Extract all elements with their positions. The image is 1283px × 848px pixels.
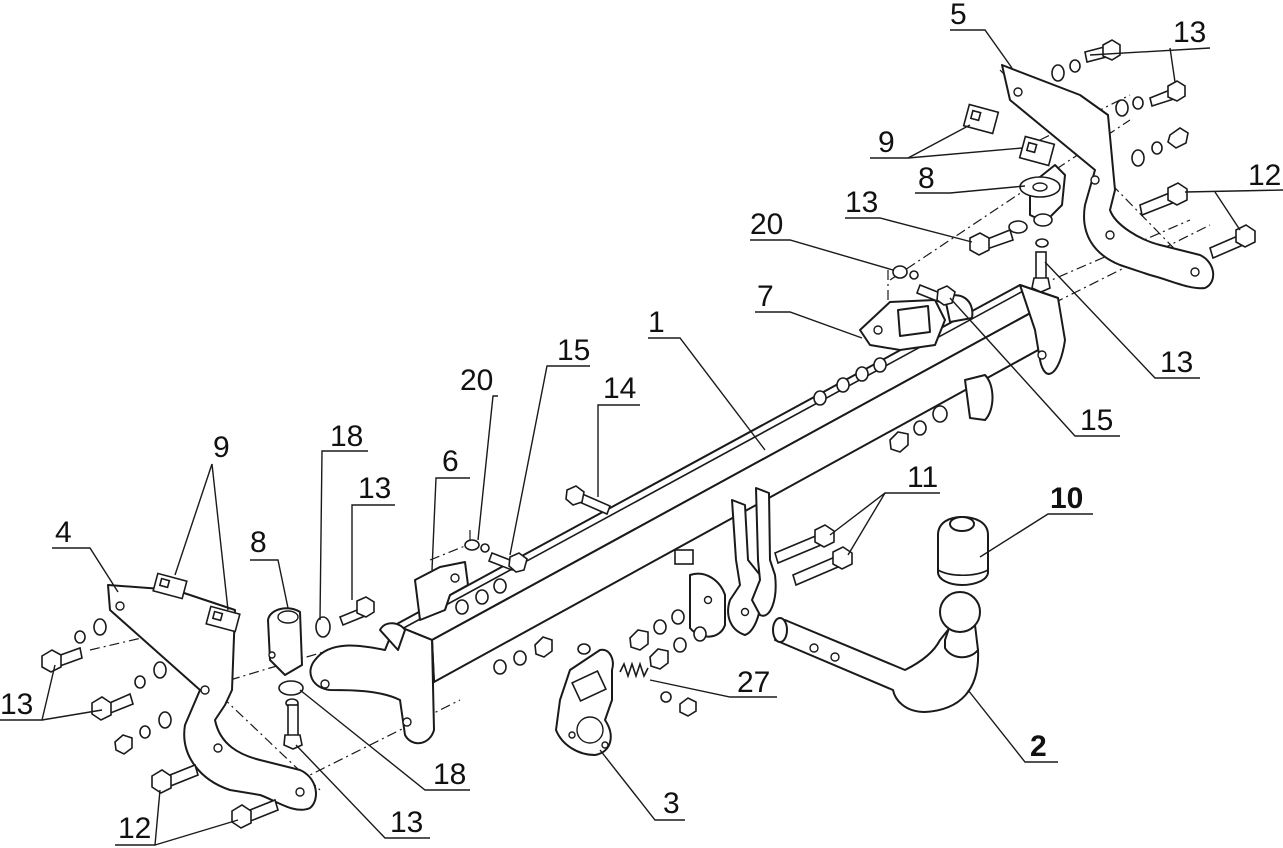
- hitch-mount-bracket: [674, 487, 777, 638]
- electrical-socket-plate-3: [555, 648, 614, 756]
- callout-8-right: 8: [918, 162, 935, 195]
- tow-ball-neck-2: [772, 591, 981, 713]
- clip-left-2: [205, 605, 241, 633]
- left-mounting-plate-4: [107, 584, 317, 811]
- callout-18-bottom: 18: [433, 758, 466, 791]
- leader-lines: [0, 29, 1283, 846]
- callout-4: 4: [55, 516, 72, 549]
- callout-10: 10: [1050, 482, 1083, 515]
- callout-13-right-mid: 13: [845, 186, 878, 219]
- callout-9-right: 9: [878, 126, 895, 159]
- right-side-plate: [964, 284, 1066, 421]
- left-bracket-6: [414, 561, 469, 621]
- callout-7: 7: [757, 280, 774, 313]
- callout-27: 27: [737, 666, 770, 699]
- callout-13-left: 13: [0, 688, 33, 721]
- callout-8-left: 8: [250, 526, 267, 559]
- callout-11: 11: [907, 461, 938, 494]
- callout-5: 5: [950, 0, 967, 31]
- clip-right-2: [1018, 135, 1056, 167]
- left-spacer-8: [267, 607, 303, 676]
- clip-right-1: [962, 103, 1000, 135]
- callout-14: 14: [603, 372, 636, 405]
- callout-1: 1: [648, 306, 665, 339]
- right-spacer-8: [1019, 176, 1061, 198]
- cage-nut-clips: [152, 103, 1056, 633]
- callout-3: 3: [663, 787, 680, 820]
- callout-12-left: 12: [118, 812, 151, 845]
- callout-15-left: 15: [557, 334, 590, 367]
- tow-ball-cap-10: [937, 516, 989, 586]
- callout-13-right-low: 13: [1160, 346, 1193, 379]
- callout-12-right: 12: [1248, 159, 1281, 192]
- spring-27: [619, 661, 649, 679]
- callout-20-right: 20: [750, 208, 783, 241]
- callout-13-top-right: 13: [1173, 16, 1206, 49]
- left-side-plate: [309, 622, 435, 745]
- callout-20-left: 20: [460, 364, 493, 397]
- washers-and-nuts: [74, 59, 1189, 755]
- callout-13-left-center: 13: [358, 472, 391, 505]
- callout-9-left: 9: [213, 431, 230, 464]
- callout-2: 2: [1030, 730, 1047, 763]
- callout-13-bottom: 13: [390, 806, 423, 839]
- callout-6: 6: [442, 445, 459, 478]
- callout-15-right: 15: [1080, 404, 1113, 437]
- bolts: [41, 39, 1256, 829]
- clip-left-1: [152, 572, 188, 600]
- callout-18-top: 18: [330, 420, 363, 453]
